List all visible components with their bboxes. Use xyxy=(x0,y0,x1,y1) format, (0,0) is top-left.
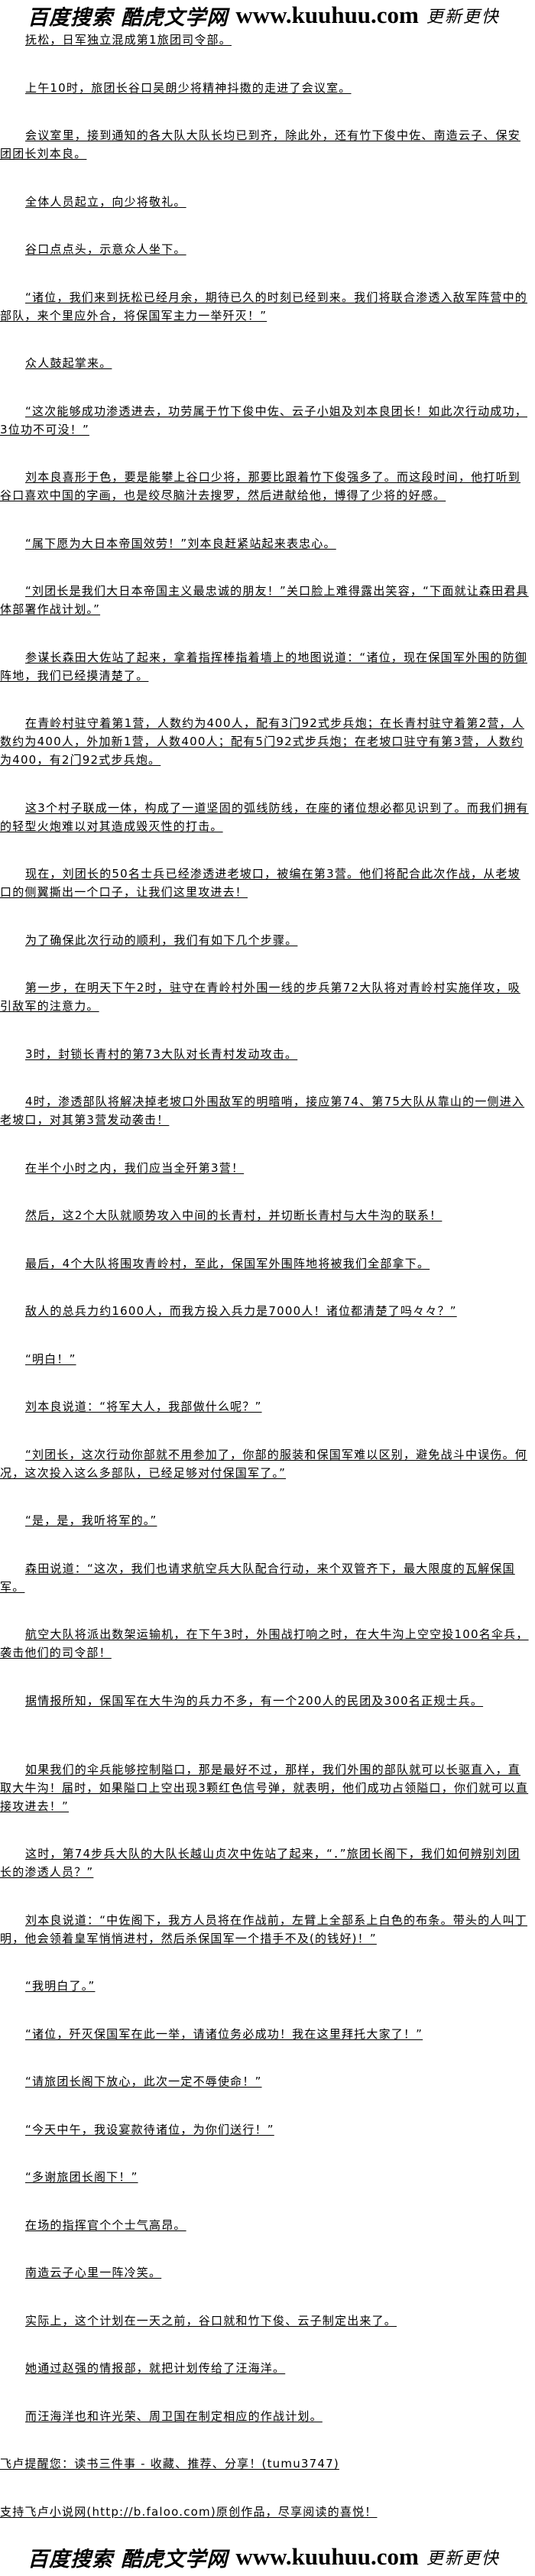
story-paragraph: “诸位，歼灭保国军在此一举，请诸位务必成功！我在这里拜托大家了！” xyxy=(25,2026,423,2041)
story-paragraph: “请旅团长阁下放心，此次一定不辱使命！” xyxy=(25,2075,262,2088)
story-paragraph: 全体人员起立，向少将敬礼。 xyxy=(25,194,186,209)
story-paragraph: 4时，渗透部队将解决掉老坡口外围敌军的明暗哨，接应第74、第75大队从靠山的一侧… xyxy=(0,1095,525,1127)
logo-site-url: www.kuuhuu.com xyxy=(235,2,419,28)
story-paragraph: 这时，第74步兵大队的大队长越山贞次中佐站了起来，“．”旅团长阁下，我们如何辨别… xyxy=(0,1847,520,1879)
story-paragraph: 最后，4个大队将围攻青岭村，至此，保国军外围阵地将被我们全部拿下。 xyxy=(25,1256,430,1270)
logo-slogan: 更新更快 xyxy=(426,8,500,27)
story-paragraph: 会议室里，接到通知的各大队大队长均已到齐，除此外，还有竹下俊中佐、南造云子、保安… xyxy=(0,128,521,161)
story-paragraph: 这3个村子联成一体，构成了一道坚固的弧线防线，在座的诸位想必都见识到了。而我们拥… xyxy=(0,800,529,833)
story-paragraph: 刘本良说道：“将军大人，我部做什么呢？” xyxy=(25,1400,262,1413)
story-paragraph: 森田说道：“这次，我们也请求航空兵大队配合行动，来个双管齐下，最大限度的瓦解保国… xyxy=(0,1561,515,1594)
story-paragraph: 刘本良喜形于色，要是能攀上谷口少将，那要比跟着竹下俊强多了。而这段时间，他打听到… xyxy=(0,470,521,502)
story-paragraph: 而汪海洋也和许光荣、周卫国在制定相应的作战计划。 xyxy=(25,2409,323,2423)
logo-site-name: 百度搜索 酷虎文学网 xyxy=(28,5,229,30)
story-paragraph: “我明白了。” xyxy=(25,1979,96,1993)
story-paragraph: 据情报所知，保国军在大牛沟的兵力不多，有一个200人的民团及300名正规士兵。 xyxy=(25,1693,484,1708)
story-paragraph: “是，是，我听将军的。” xyxy=(25,1513,157,1527)
story-paragraph: “诸位，我们来到抚松已经月余，期待已久的时刻已经到来。我们将联合渗透入敌军阵营中… xyxy=(0,290,527,323)
story-paragraph: 刘本良说道：“中佐阁下，我方人员将在作战前，左臂上全部系上白色的布条。带头的人叫… xyxy=(0,1913,527,1945)
story-paragraph: 在半个小时之内，我们应当全歼第3营！ xyxy=(25,1160,245,1175)
logo-site-url: www.kuuhuu.com xyxy=(235,2543,419,2570)
story-paragraph: 敌人的总兵力约1600人，而我方投入兵力是7000人！诸位都清楚了吗々々？” xyxy=(25,1304,457,1318)
story-paragraph: “刘团长，这次行动你部就不用参加了，你部的服装和保国军难以区别，避免战斗中误伤。… xyxy=(0,1447,527,1480)
support-site-notice: 支持飞卢小说网(http://b.faloo.com)原创作品，尽享阅读的喜悦！ xyxy=(0,2504,378,2519)
story-paragraph: 上午10时，旅团长谷口吴朗少将精神抖擞的走进了会议室。 xyxy=(25,80,352,95)
story-paragraph: 谷口点点头，示意众人坐下。 xyxy=(25,242,186,256)
story-paragraph: 她通过赵强的情报部，就把计划传给了汪海洋。 xyxy=(25,2361,286,2375)
story-paragraph: “刘团长是我们大日本帝国主义最忠诚的朋友！”关口脸上难得露出笑容，“下面就让森田… xyxy=(0,584,529,616)
reading-reminder-notice: 飞卢提醒您：读书三件事 - 收藏、推荐、分享！(tumu3747) xyxy=(0,2457,339,2471)
story-paragraph: 然后，这2个大队就顺势攻入中间的长青村，并切断长青村与大牛沟的联系！ xyxy=(25,1209,443,1222)
header-site-logo: 百度搜索 酷虎文学网 www.kuuhuu.com 更新更快 xyxy=(0,0,535,31)
chapter-body: 抚松，日军独立混成第1旅团司令部。上午10时，旅团长谷口吴朗少将精神抖擞的走进了… xyxy=(0,31,535,2521)
story-paragraph: 为了确保此次行动的顺利，我们有如下几个步骤。 xyxy=(25,933,298,947)
story-paragraph: 3时，封锁长青村的第73大队对长青村发动攻击。 xyxy=(25,1046,298,1061)
story-paragraph: “这次能够成功渗透进去，功劳属于竹下俊中佐、云子小姐及刘本良团长！如此次行动成功… xyxy=(0,404,527,436)
story-paragraph: “属下愿为大日本帝国效劳！”刘本良赶紧站起来表忠心。 xyxy=(25,536,336,550)
story-paragraph: 南造云子心里一阵冷笑。 xyxy=(25,2266,162,2279)
story-paragraph: 现在，刘团长的50名士兵已经渗透进老坡口，被编在第3营。他们将配合此次作战，从老… xyxy=(0,867,520,899)
story-paragraph: 在场的指挥官个个士气高昂。 xyxy=(25,2218,186,2232)
story-paragraph: 众人鼓起掌来。 xyxy=(25,356,112,370)
logo-site-name: 百度搜索 酷虎文学网 xyxy=(28,2547,229,2571)
story-paragraph: 参谋长森田大佐站了起来，拿着指挥棒指着墙上的地图说道：“诸位，现在保国军外围的防… xyxy=(0,650,527,683)
story-paragraph: “明白！” xyxy=(25,1351,76,1366)
story-paragraph: 抚松，日军独立混成第1旅团司令部。 xyxy=(25,33,232,47)
story-paragraph: 在青岭村驻守着第1营，人数约为400人，配有3门92式步兵炮；在长青村驻守着第2… xyxy=(0,716,524,767)
logo-slogan: 更新更快 xyxy=(426,2549,500,2568)
footer-site-logo: 百度搜索 酷虎文学网 www.kuuhuu.com 更新更快 xyxy=(0,2542,500,2572)
story-paragraph: 实际上，这个计划在一天之前，谷口就和竹下俊、云子制定出来了。 xyxy=(25,2313,397,2328)
story-paragraph: “多谢旅团长阁下！” xyxy=(25,2170,138,2184)
story-paragraph: 第一步，在明天下午2时，驻守在青岭村外围一线的步兵第72大队将对青岭村实施佯攻，… xyxy=(0,981,520,1013)
story-paragraph: 如果我们的伞兵能够控制隘口，那是最好不过，那样，我们外围的部队就可以长驱直入，直… xyxy=(0,1762,529,1813)
story-paragraph: “今天中午，我设宴款待诸位，为你们送行！” xyxy=(25,2122,274,2136)
story-paragraph: 航空大队将派出数架运输机，在下午3时，外围战打响之时，在大牛沟上空空投100名伞… xyxy=(0,1627,529,1659)
